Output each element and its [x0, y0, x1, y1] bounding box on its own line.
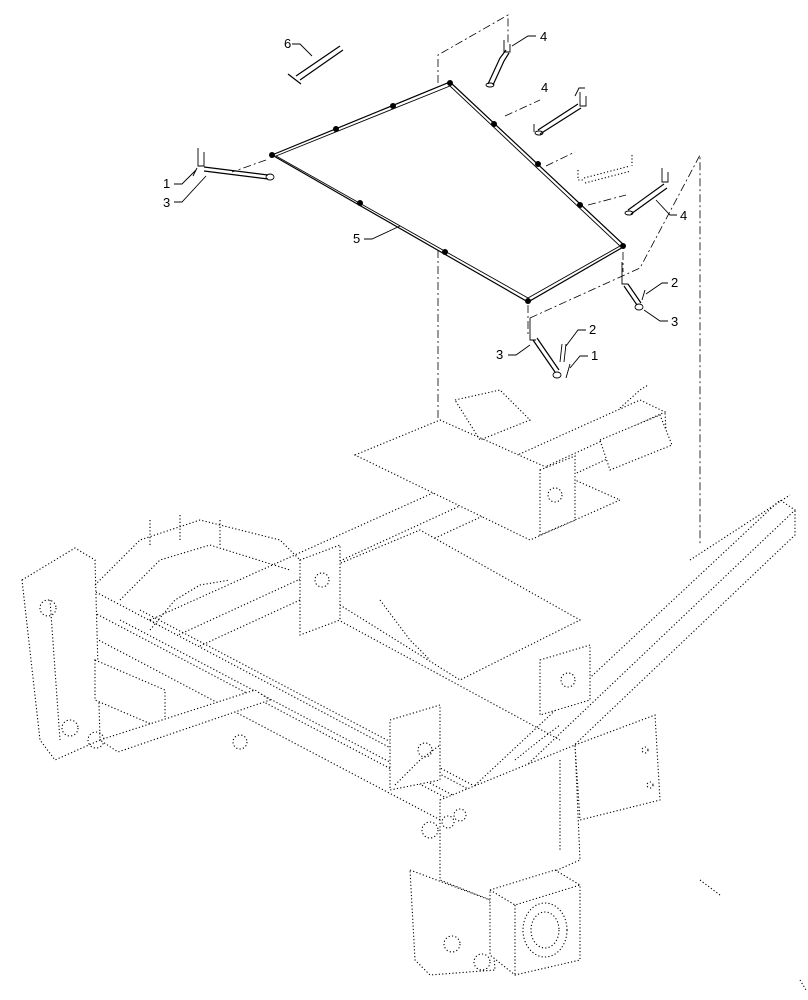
callout-part-5: 5 [353, 231, 360, 246]
stay-bar-unlabeled [577, 155, 633, 184]
callout-part-3-left: 3 [163, 195, 170, 210]
callout-labels: 6 4 4 1 3 5 4 2 3 2 3 1 [163, 29, 687, 363]
cover-panel [269, 80, 627, 304]
support-arm-top [485, 40, 511, 88]
callout-part-4-middle: 4 [541, 80, 548, 95]
callout-part-4-right: 4 [680, 208, 687, 223]
chassis-frame [21, 384, 807, 991]
callout-part-4-top: 4 [540, 29, 547, 44]
rod-part-6 [287, 45, 344, 85]
callout-part-3-lower: 3 [496, 347, 503, 362]
callout-part-1-lower: 1 [591, 348, 598, 363]
callout-part-2-lower: 2 [589, 322, 596, 337]
stay-arm-lower-right [621, 262, 646, 311]
stay-arm-left [192, 148, 275, 181]
leader-lines [174, 35, 677, 369]
callout-part-2-right: 2 [671, 275, 678, 290]
stay-arm-lower [529, 318, 571, 379]
callout-part-3-right: 3 [671, 314, 678, 329]
callout-part-6: 6 [284, 36, 291, 51]
support-arm-middle [533, 92, 587, 136]
callout-part-1-left: 1 [163, 176, 170, 191]
support-arm-right [624, 168, 669, 216]
